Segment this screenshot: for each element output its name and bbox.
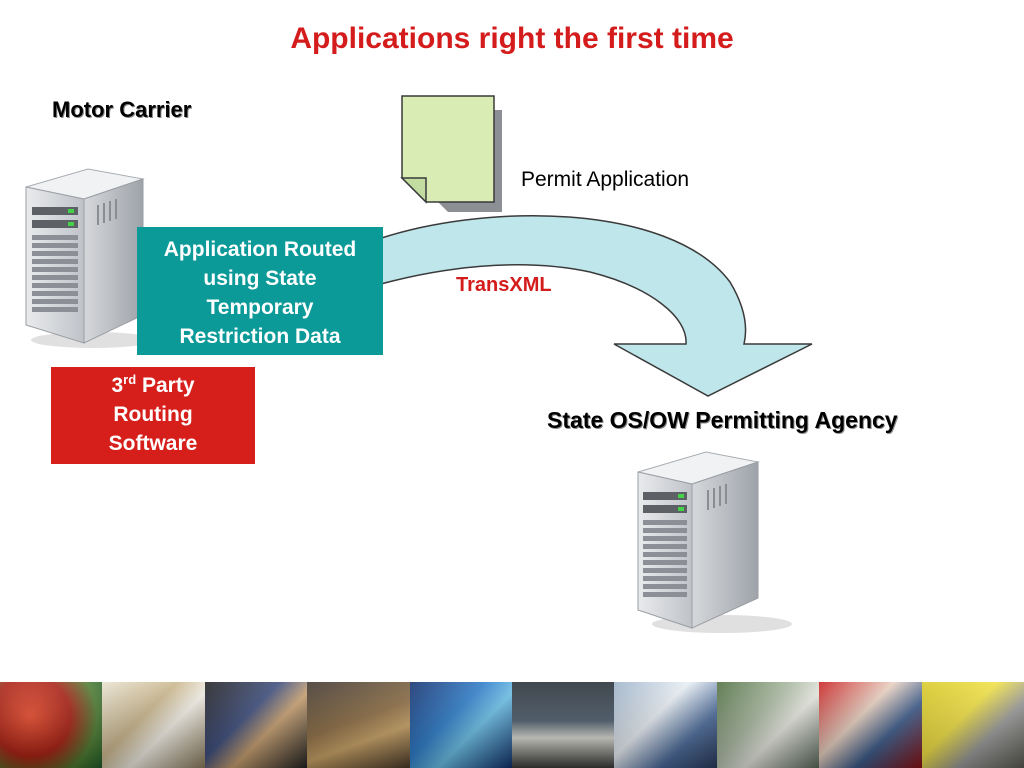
photo-yellow-truck	[921, 682, 1024, 768]
ordinal-suffix: rd	[123, 372, 137, 387]
curved-arrow-icon	[370, 215, 813, 397]
photo-truck-lot	[512, 682, 615, 768]
transxml-label: TransXML	[456, 274, 552, 296]
page-title: Applications right the first time	[290, 22, 734, 55]
state-agency-server-icon	[637, 451, 792, 633]
routed-line-1: Application Routed	[163, 238, 357, 261]
photo-id-cards	[409, 682, 513, 768]
third-party-software-box: 3rd Party Routing Software	[51, 367, 255, 464]
party-line-3: Software	[108, 432, 198, 455]
photo-computer-screen	[614, 682, 717, 768]
permit-application-label: Permit Application	[521, 168, 690, 191]
photo-paperwork	[102, 682, 205, 768]
party-word: Party	[136, 374, 195, 397]
party-line-2: Routing	[113, 403, 193, 426]
routed-line-4: Restriction Data	[179, 325, 341, 348]
motor-carrier-server-icon	[25, 168, 155, 348]
photo-fuel-nozzle	[0, 682, 103, 768]
routed-line-3: Temporary	[206, 296, 314, 319]
photo-card-reader	[204, 682, 308, 768]
state-agency-label: State OS/OW Permitting Agency	[547, 407, 898, 433]
ordinal-number: 3	[111, 374, 124, 397]
permit-document-icon	[400, 95, 502, 212]
routed-line-2: using State	[203, 267, 317, 290]
photo-banner-strip	[0, 682, 1024, 768]
application-routed-box: Application Routed using State Temporary…	[137, 227, 383, 355]
photo-weigh-station	[716, 682, 820, 768]
party-line-1: 3rd Party	[51, 371, 255, 400]
motor-carrier-label: Motor Carrier	[52, 97, 192, 122]
photo-inspector	[819, 682, 922, 768]
photo-warehouse	[307, 682, 410, 768]
